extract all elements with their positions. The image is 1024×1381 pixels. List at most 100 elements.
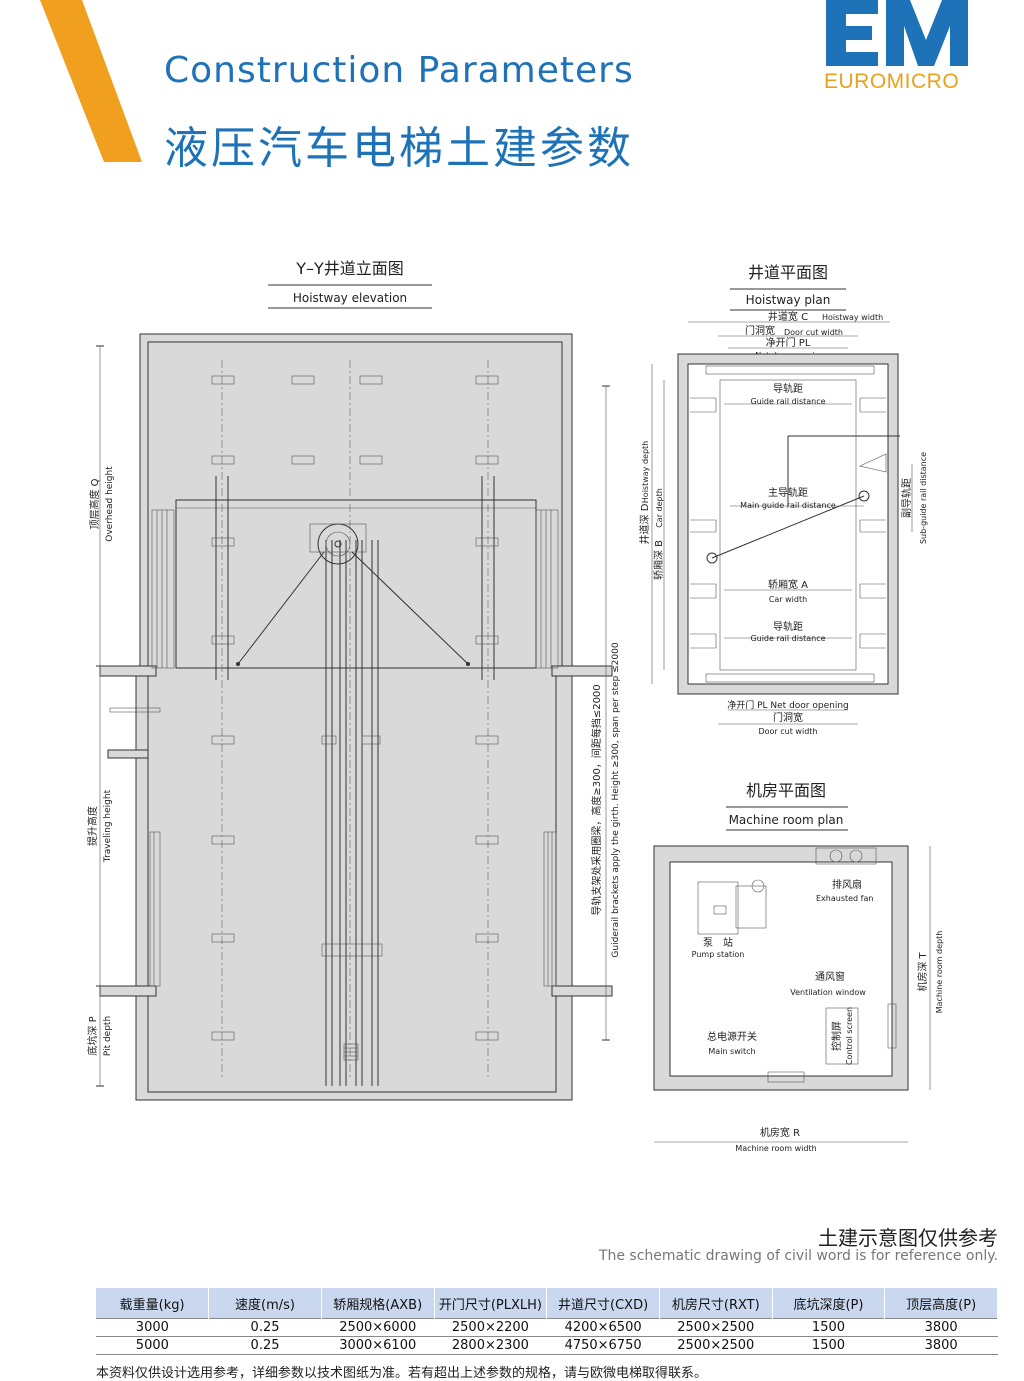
table-cell: 5000: [96, 1336, 209, 1355]
switch-label-cn: 总电源开关: [707, 1030, 757, 1043]
plan-title-cn: 井道平面图: [748, 263, 828, 282]
screen-label-en: Control screen: [845, 1007, 854, 1065]
table-cell: 2500×2500: [659, 1336, 773, 1355]
guide-rail-en-bottom: Guide rail distance: [750, 634, 825, 643]
overhead-label-cn: 顶层高度 Q: [88, 478, 101, 529]
machine-room-plan: 机房平面图 Machine room plan 排风扇 Exhausted fa…: [653, 781, 944, 1153]
net-door-cn: 净开门 PL: [766, 336, 811, 349]
switch-label-en: Main switch: [708, 1047, 755, 1056]
landing-door-lower-right: [543, 831, 557, 987]
table-cell: 0.25: [208, 1318, 322, 1337]
pump-label-en: Pump station: [692, 950, 745, 959]
guide-rail-cn-bottom: 导轨距: [773, 620, 803, 633]
pump-station-icon: [697, 879, 767, 935]
car-depth-en: Car depth: [655, 488, 664, 528]
table-cell: 0.25: [208, 1336, 322, 1355]
hoistway-elevation: Y–Y井道立面图 Hoistway elevation: [86, 259, 621, 1101]
spec-table: 载重量(kg) 速度(m/s) 轿厢规格(AXB) 开门尺寸(PLXLH) 井道…: [96, 1288, 998, 1355]
plan-depth-cn: 井道深 D: [638, 503, 651, 544]
screen-label-cn: 控制屏: [830, 1021, 843, 1051]
door-cut-cn: 门洞宽: [745, 324, 775, 337]
landing-door-lower-left: [149, 831, 161, 987]
plan-width-en: Hoistway width: [822, 313, 883, 322]
table-header-cell: 井道尺寸(CXD): [546, 1288, 660, 1319]
page-title-cn: 液压汽车电梯土建参数: [164, 123, 634, 174]
machine-room-walls: [653, 845, 909, 1091]
main-guide-cn: 主导轨距: [768, 486, 808, 499]
top-sheave-icon: [236, 523, 470, 666]
hoistway-plan: 井道平面图 Hoistway plan 井道宽 C Hoistway width…: [638, 263, 928, 736]
hydraulic-cylinders: [321, 540, 383, 1086]
machine-title-cn: 机房平面图: [746, 781, 826, 800]
rail-brackets: [211, 375, 499, 1041]
machine-width-cn: 机房宽 R: [760, 1126, 800, 1139]
reference-note-en: The schematic drawing of civil word is f…: [598, 1248, 998, 1264]
bracket-note-en: Guiderail brackets apply the girth. Heig…: [611, 642, 621, 957]
footnote: 本资料仅供设计选用参考，详细参数以技术图纸为准。若有超出上述参数的规格，请与欧微…: [96, 1366, 708, 1381]
travel-label-en: Traveling height: [103, 789, 113, 863]
table-cell: 4750×6750: [546, 1336, 660, 1355]
table-row: 5000 0.25 3000×6100 2800×2300 4750×6750 …: [96, 1336, 998, 1355]
car-width-cn: 轿厢宽 A: [768, 578, 808, 591]
vent-label-cn: 通风窗: [815, 970, 845, 983]
table-header-cell: 轿厢规格(AXB): [321, 1288, 435, 1319]
table-cell: 2800×2300: [434, 1336, 547, 1355]
door-cut-bottom-cn: 门洞宽: [773, 711, 803, 724]
machine-title-en: Machine room plan: [729, 813, 844, 827]
table-header-cell: 机房尺寸(RXT): [659, 1288, 773, 1319]
main-guide-en: Main guide rail distance: [740, 501, 836, 510]
table-cell: 1500: [772, 1318, 885, 1337]
pump-label-cn: 泵 站: [703, 936, 733, 949]
table-cell: 1500: [772, 1336, 885, 1355]
sub-guide-cn: 副导轨距: [900, 478, 913, 518]
fan-label-en: Exhausted fan: [816, 894, 873, 903]
table-cell: 3000: [96, 1318, 209, 1337]
plan-rail-brackets: [690, 397, 886, 649]
vent-label-en: Ventilation window: [790, 988, 866, 997]
pit-label-en: Pit depth: [103, 1016, 113, 1056]
machine-width-en: Machine room width: [735, 1144, 816, 1153]
table-row: 3000 0.25 2500×6000 2500×2200 4200×6500 …: [96, 1318, 998, 1337]
construction-drawing: Y–Y井道立面图 Hoistway elevation: [86, 259, 944, 1153]
elevation-title-en: Hoistway elevation: [293, 291, 407, 305]
car-depth-cn: 轿厢深 B: [652, 540, 665, 580]
table-header-row: 载重量(kg) 速度(m/s) 轿厢规格(AXB) 开门尺寸(PLXLH) 井道…: [96, 1288, 998, 1319]
euromicro-logo: [826, 0, 968, 66]
orange-accent-stripe: [40, 0, 142, 162]
plan-title-en: Hoistway plan: [746, 293, 831, 307]
table-header-cell: 开门尺寸(PLXLH): [434, 1288, 548, 1319]
table-cell: 2500×2200: [434, 1318, 547, 1337]
landing-door-upper-left: [151, 509, 175, 669]
table-header-cell: 载重量(kg): [96, 1288, 210, 1319]
table-cell: 4200×6500: [546, 1318, 660, 1337]
door-cut-bottom-en: Door cut width: [759, 727, 818, 736]
table-cell: 3800: [884, 1318, 998, 1337]
net-door-bottom: 净开门 PL Net door opening: [727, 699, 849, 711]
guide-rail-en-top: Guide rail distance: [750, 397, 825, 406]
elevation-title-cn: Y–Y井道立面图: [295, 259, 404, 278]
door-cut-en: Door cut width: [784, 328, 843, 337]
logo-wordmark: EUROMICRO: [824, 70, 960, 93]
table-header-cell: 速度(m/s): [208, 1288, 322, 1319]
fan-label-cn: 排风扇: [832, 878, 862, 891]
page-title-en: Construction Parameters: [164, 50, 634, 91]
machine-depth-en: Machine room depth: [935, 931, 944, 1014]
plan-depth-en: Hoistway depth: [641, 441, 650, 503]
guide-rail-cn-top: 导轨距: [773, 382, 803, 395]
plan-walls: [677, 353, 899, 695]
reference-note-cn: 土建示意图仅供参考: [818, 1226, 998, 1250]
bracket-note-cn: 导轨支架处采用圈梁，高度≥300，间距每挡≤2000: [590, 684, 603, 915]
em-logo-mark-icon: [826, 0, 968, 66]
sub-guide-en: Sub-guide rail distance: [919, 452, 928, 544]
table-cell: 2500×6000: [321, 1318, 435, 1337]
table-header-cell: 底坑深度(P): [772, 1288, 886, 1319]
table-cell: 2500×2500: [659, 1318, 773, 1337]
table-cell: 3800: [884, 1336, 998, 1355]
travel-label-cn: 提升高度: [86, 806, 99, 846]
table-cell: 3000×6100: [321, 1336, 435, 1355]
landing-door-upper-right: [535, 509, 559, 669]
overhead-label-en: Overhead height: [105, 466, 115, 542]
plan-width-cn: 井道宽 C: [768, 310, 808, 323]
elevation-dimensions: [96, 345, 610, 1087]
pit-label-cn: 底坑深 P: [86, 1016, 99, 1055]
